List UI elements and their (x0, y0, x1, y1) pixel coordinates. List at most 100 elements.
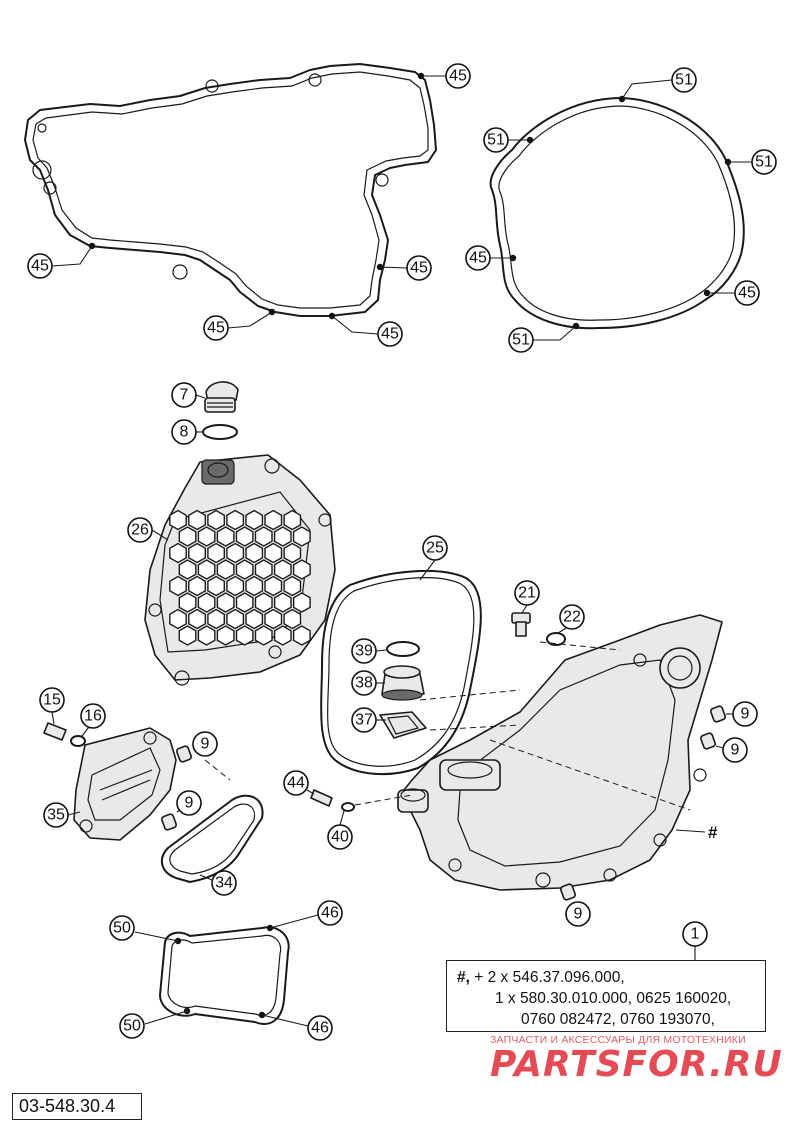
washer-40 (341, 802, 355, 812)
drain-screw (511, 612, 531, 637)
mesh-cell (235, 625, 254, 646)
svg-text:51: 51 (512, 332, 530, 349)
callout-34: 34 (211, 870, 237, 896)
svg-text:9: 9 (185, 795, 194, 812)
svg-text:7: 7 (180, 387, 189, 404)
mesh-cell (254, 559, 273, 580)
svg-text:37: 37 (355, 712, 373, 729)
callout-25: 25 (422, 535, 448, 561)
callout-9: 9 (565, 901, 591, 927)
svg-text:46: 46 (321, 905, 339, 922)
svg-text:25: 25 (426, 540, 444, 557)
mesh-cell (178, 625, 197, 646)
mesh-cell (264, 608, 283, 630)
clutch-cover (144, 454, 336, 686)
mesh-cell (292, 592, 311, 613)
svg-text:9: 9 (741, 706, 750, 723)
kit-contents-note: #, + 2 x 546.37.096.000, 1 x 580.30.010.… (446, 960, 766, 1032)
mesh-cell (273, 526, 292, 547)
mesh-cell (245, 509, 264, 531)
mesh-cell (283, 608, 302, 630)
water-pump-gasket (160, 794, 264, 883)
callout-51: 51 (508, 327, 534, 353)
svg-text:26: 26 (131, 522, 149, 539)
svg-text:16: 16 (84, 708, 102, 725)
mesh-cell (169, 608, 187, 630)
crankcase-gasket (24, 63, 437, 320)
mesh-cell (235, 592, 254, 613)
callout-15: 15 (39, 687, 65, 713)
dowel-pins (161, 705, 726, 901)
mesh-cell (264, 542, 283, 564)
callout-7: 7 (171, 382, 197, 408)
svg-text:45: 45 (449, 68, 467, 85)
mesh-cell (207, 509, 226, 531)
mesh-cell (188, 575, 207, 597)
callout-39: 39 (351, 638, 377, 664)
svg-text:50: 50 (113, 920, 131, 937)
callout-9: 9 (192, 731, 218, 757)
callout-21: 21 (514, 580, 540, 606)
note-line-1-text: + 2 x 546.37.096.000, (469, 969, 625, 986)
mesh-cell (207, 542, 226, 564)
mesh-cell (216, 559, 235, 580)
svg-text:45: 45 (31, 258, 49, 275)
note-symbol: #, (457, 969, 470, 986)
ignition-cover-gasket (489, 95, 745, 330)
svg-text:9: 9 (731, 742, 740, 759)
svg-text:21: 21 (518, 585, 536, 602)
callout-50: 50 (119, 1013, 145, 1039)
svg-text:50: 50 (123, 1018, 141, 1035)
mesh-cell (197, 625, 216, 646)
mesh-cell (226, 608, 245, 630)
svg-text:35: 35 (47, 807, 65, 824)
mesh-cell (226, 575, 245, 597)
svg-text:45: 45 (381, 326, 399, 343)
mesh-cell (216, 592, 235, 613)
mesh-cell (216, 625, 235, 646)
sealing-ring-16 (70, 735, 86, 747)
svg-text:1: 1 (691, 926, 700, 943)
callout-35: 35 (43, 802, 69, 828)
svg-text:39: 39 (355, 643, 373, 660)
hash-marker: # (708, 823, 718, 842)
callout-16: 16 (80, 703, 106, 729)
callout-38: 38 (351, 670, 377, 696)
svg-text:9: 9 (574, 906, 583, 923)
mesh-cell (283, 575, 302, 597)
filler-plug (204, 381, 239, 413)
mesh-cell (273, 559, 292, 580)
callout-45: 45 (377, 321, 403, 347)
callout-45: 45 (465, 245, 491, 271)
mesh-cell (207, 608, 226, 630)
note-line-2: 1 x 580.30.010.000, 0625 160020, (495, 990, 732, 1007)
svg-text:51: 51 (755, 154, 773, 171)
note-line-1: #, + 2 x 546.37.096.000, (457, 969, 625, 987)
mesh-cell (207, 575, 226, 597)
assembly-lines (204, 641, 691, 811)
callout-9: 9 (176, 790, 202, 816)
mesh-cell (235, 559, 254, 580)
svg-text:15: 15 (43, 692, 61, 709)
mesh-cell (273, 592, 292, 613)
mesh-cell (292, 559, 311, 580)
mesh-cell (197, 559, 216, 580)
callout-8: 8 (171, 419, 197, 445)
water-pump-cover (73, 727, 177, 841)
pump-cover-gasket (159, 926, 290, 1025)
svg-text:34: 34 (215, 875, 233, 892)
mesh-cell (235, 526, 254, 547)
callout-22: 22 (559, 604, 585, 630)
svg-text:45: 45 (207, 320, 225, 337)
flange-37 (379, 711, 427, 739)
watermark: ЗАПЧАСТИ И АКСЕССУАРЫ ДЛЯ МОТОТЕХНИКИ PA… (490, 1034, 790, 1092)
mesh-cell (178, 526, 197, 547)
svg-text:8: 8 (180, 424, 189, 441)
callout-51: 51 (751, 149, 777, 175)
mesh-cell (178, 592, 197, 613)
svg-text:45: 45 (410, 260, 428, 277)
mesh-cell (264, 509, 283, 531)
callout-45: 45 (734, 280, 760, 306)
mesh-cell (292, 526, 311, 547)
sealing-washer (546, 632, 566, 646)
